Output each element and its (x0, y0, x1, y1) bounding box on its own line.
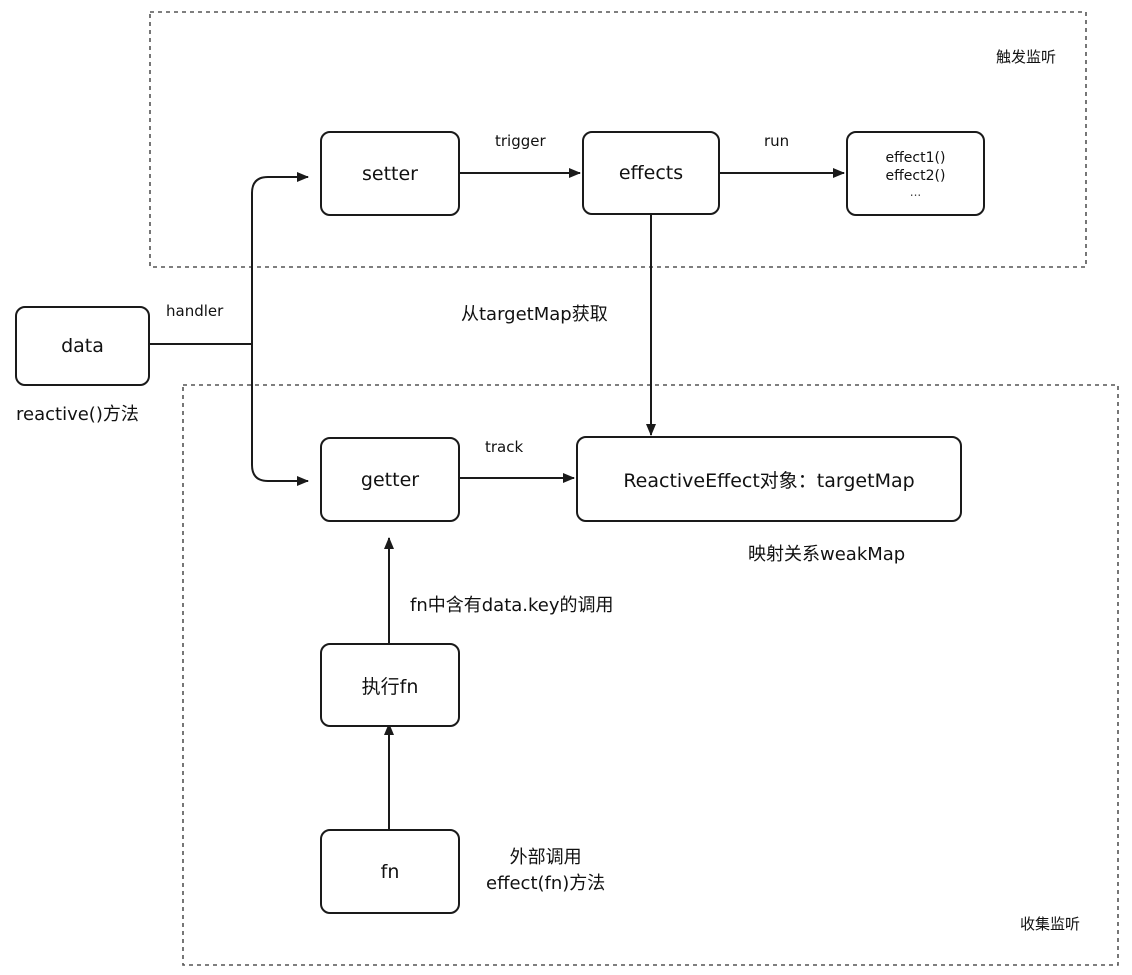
handler-branch-down (251, 344, 309, 486)
fn-caption-line: effect(fn)方法 (486, 873, 606, 894)
getter-node: getter (320, 437, 460, 522)
trigger-region (149, 11, 1087, 268)
effect-list-item: effect2() (885, 167, 946, 184)
collect-region-label: 收集监听 (1020, 915, 1081, 933)
track-edge-label: track (485, 438, 524, 456)
effects-node: effects (582, 131, 720, 215)
effect-list-node: effect1() effect2() ... (846, 131, 985, 216)
handler-branch-up (251, 172, 309, 344)
fn-calls-key-label: fn中含有data.key的调用 (410, 595, 614, 616)
trigger-edge-label: trigger (495, 132, 546, 150)
data-node: data (15, 306, 150, 386)
effect-list-more: ... (909, 184, 922, 199)
handler-edge-label: handler (166, 302, 224, 320)
fn-node: fn (320, 829, 460, 914)
from-targetmap-label: 从targetMap获取 (461, 304, 608, 325)
setter-node: setter (320, 131, 460, 216)
trigger-region-label: 触发监听 (996, 48, 1057, 66)
exec-fn-node: 执行fn (320, 643, 460, 727)
reactive-effect-node: ReactiveEffect对象：targetMap (576, 436, 962, 522)
fn-caption: 外部调用 effect(fn)方法 (486, 845, 605, 897)
fn-caption-line: 外部调用 (509, 847, 582, 868)
run-edge-label: run (764, 132, 790, 150)
reactive-effect-caption: 映射关系weakMap (748, 544, 906, 565)
data-caption: reactive()方法 (16, 404, 139, 425)
effect-list-item: effect1() (885, 149, 946, 166)
